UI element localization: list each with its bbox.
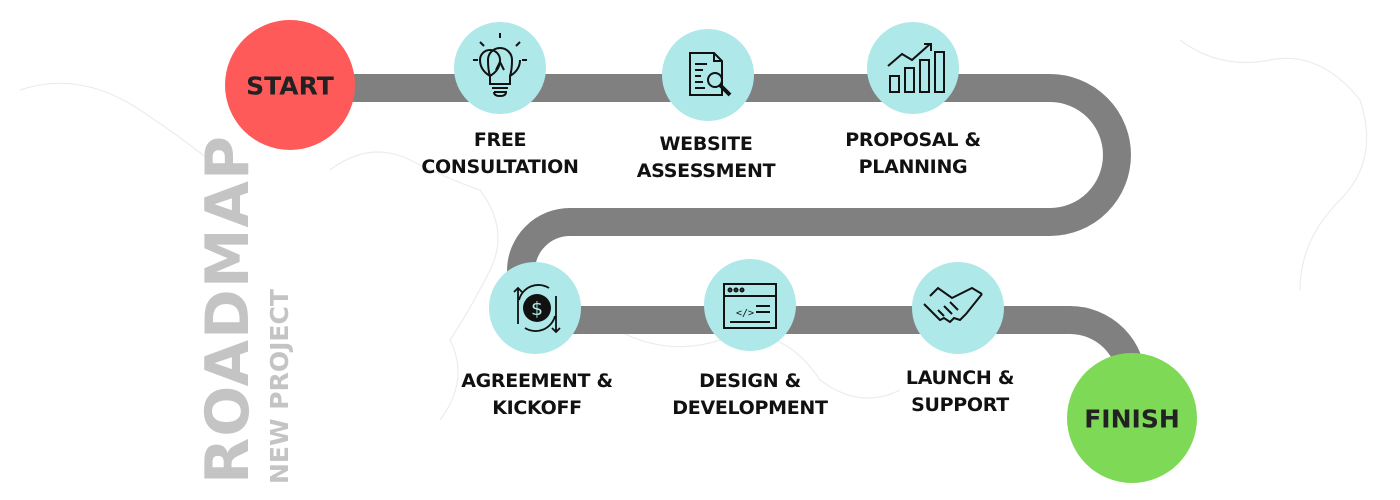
step-label-agreement-kickoff: AGREEMENT &KICKOFF bbox=[461, 370, 613, 419]
finish-circle bbox=[1067, 353, 1197, 483]
code-window-icon: </> bbox=[723, 283, 777, 329]
svg-text:</>: </> bbox=[736, 308, 754, 319]
step-circle-4: $ bbox=[489, 262, 581, 354]
roadmap-title: ROADMAP bbox=[193, 135, 263, 484]
svg-text:$: $ bbox=[531, 298, 543, 320]
step-circle-6 bbox=[912, 262, 1004, 354]
step-circle-5: </> bbox=[704, 259, 796, 351]
start-label: START bbox=[246, 71, 334, 101]
dollar-exchange-icon: $ bbox=[513, 284, 561, 334]
document-search-icon bbox=[689, 52, 732, 97]
step-label-proposal-planning: PROPOSAL &PLANNING bbox=[845, 129, 981, 178]
step-circle-2 bbox=[662, 29, 754, 121]
step-label-launch-support: LAUNCH &SUPPORT bbox=[905, 367, 1015, 416]
world-map-background bbox=[19, 39, 1368, 421]
growth-chart-icon bbox=[887, 43, 945, 93]
finish-label: FINISH bbox=[1084, 404, 1180, 434]
roadmap-subtitle: NEW PROJECT bbox=[265, 289, 294, 484]
step-circle-1 bbox=[454, 22, 546, 114]
handshake-icon bbox=[923, 286, 983, 324]
lightbulb-icon bbox=[473, 33, 527, 98]
start-circle bbox=[225, 20, 355, 150]
step-circle-3 bbox=[867, 22, 959, 114]
step-label-design-development: DESIGN &DEVELOPMENT bbox=[672, 370, 828, 419]
roadmap-path bbox=[320, 74, 1146, 383]
